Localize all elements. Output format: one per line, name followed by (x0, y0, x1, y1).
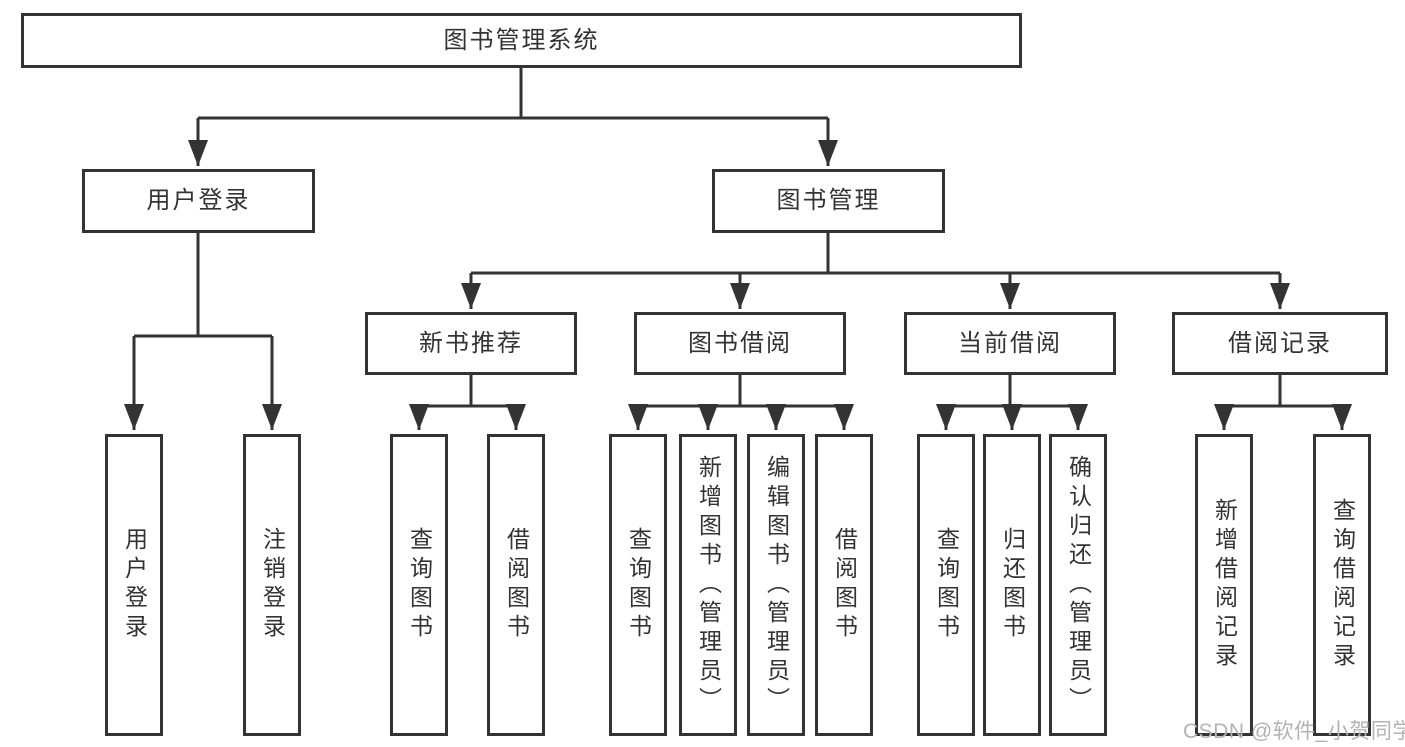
leaf-records-add: 新增借阅记录 (1195, 434, 1253, 736)
node-book-mgmt: 图书管理 (712, 169, 945, 233)
leaf-borrow-borrow: 借阅图书 (815, 434, 873, 736)
leaf-borrow-query: 查询图书 (609, 434, 667, 736)
leaf-current-confirm-label: 确认归还（管理员） (1065, 454, 1092, 716)
leaf-current-confirm: 确认归还（管理员） (1049, 434, 1107, 736)
leaf-current-return: 归还图书 (983, 434, 1041, 736)
csdn-watermark: CSDN @软件_小贺同学 (1183, 720, 1405, 743)
leaf-borrow-add: 新增图书（管理员） (679, 434, 737, 736)
leaf-logout-label: 注销登录 (259, 527, 286, 643)
node-book-borrow: 图书借阅 (634, 312, 846, 375)
leaf-user-login: 用户登录 (105, 434, 163, 736)
leaf-borrow-borrow-label: 借阅图书 (831, 527, 858, 643)
leaf-borrow-query-label: 查询图书 (625, 527, 652, 643)
leaf-current-query: 查询图书 (917, 434, 975, 736)
node-current-borrow: 当前借阅 (904, 312, 1116, 375)
leaf-borrow-add-label: 新增图书（管理员） (695, 454, 722, 716)
leaf-current-return-label: 归还图书 (999, 527, 1026, 643)
leaf-records-add-label: 新增借阅记录 (1211, 498, 1238, 672)
node-root: 图书管理系统 (21, 13, 1022, 68)
leaf-newbooks-borrow: 借阅图书 (487, 434, 545, 736)
node-borrow-records: 借阅记录 (1172, 312, 1388, 375)
leaf-user-login-label: 用户登录 (121, 527, 148, 643)
leaf-newbooks-query: 查询图书 (390, 434, 448, 736)
leaf-records-query-label: 查询借阅记录 (1329, 498, 1356, 672)
leaf-current-query-label: 查询图书 (933, 527, 960, 643)
node-user-login: 用户登录 (82, 169, 315, 233)
connector-trunk-lines (134, 68, 1342, 408)
leaf-newbooks-borrow-label: 借阅图书 (503, 527, 530, 643)
leaf-borrow-edit-label: 编辑图书（管理员） (763, 454, 790, 716)
leaf-logout: 注销登录 (243, 434, 301, 736)
leaf-records-query: 查询借阅记录 (1313, 434, 1371, 736)
leaf-borrow-edit: 编辑图书（管理员） (747, 434, 805, 736)
node-new-books: 新书推荐 (365, 312, 577, 375)
leaf-newbooks-query-label: 查询图书 (406, 527, 433, 643)
